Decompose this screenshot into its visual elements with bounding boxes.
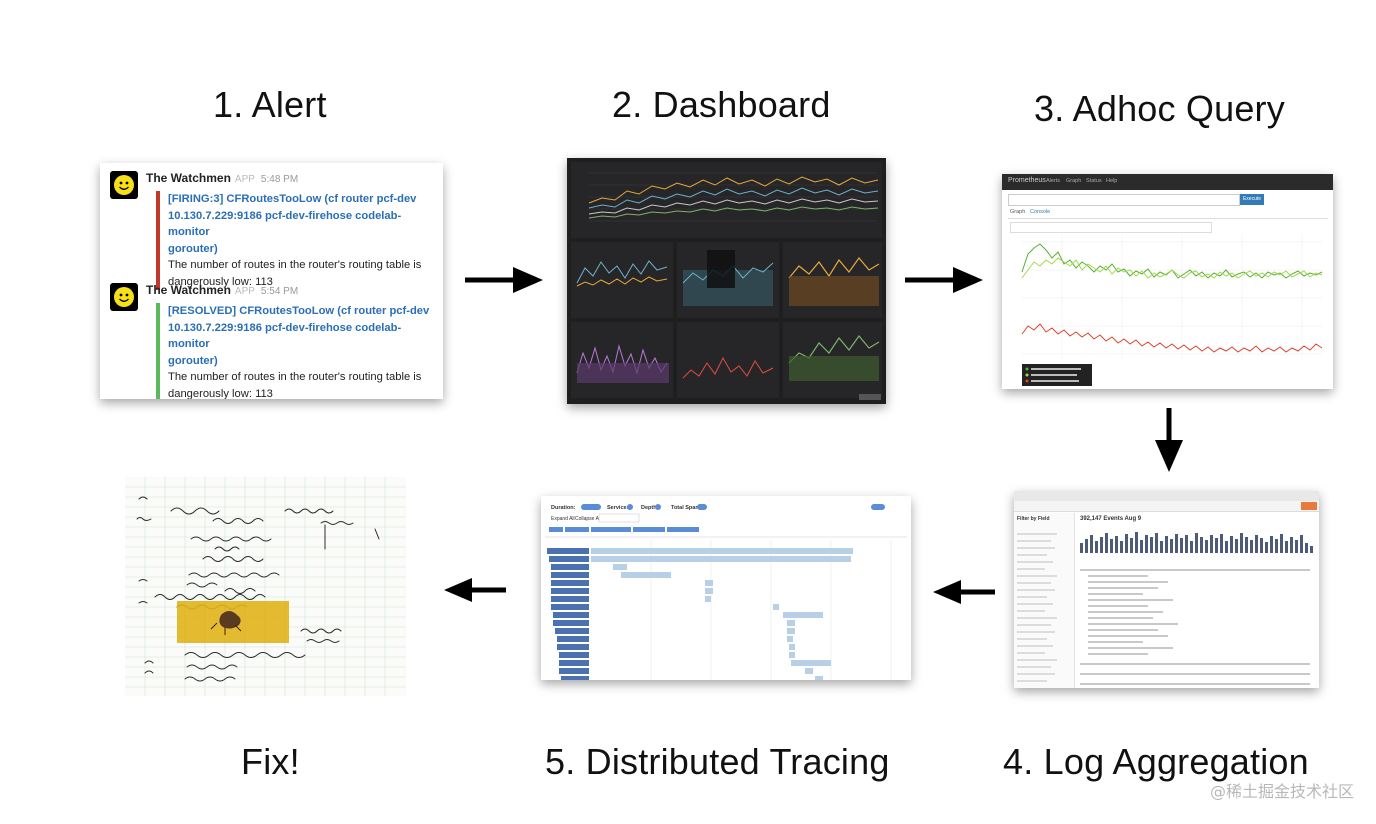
smiley-avatar-icon — [110, 171, 138, 199]
alert-text-line: The number of routes in the router's rou… — [168, 259, 422, 271]
alert-link-line: gorouter) — [168, 242, 218, 255]
message-body: [RESOLVED] CFRoutesTooLow (cf router pcf… — [156, 303, 435, 399]
nav-help[interactable]: Help — [1106, 178, 1118, 184]
alert-description: The number of routes in the router's rou… — [168, 369, 435, 399]
alert-text-line: dangerously low: 113 — [168, 387, 273, 400]
tab-graph[interactable]: Graph — [1010, 209, 1026, 215]
nav-alerts[interactable]: Alerts — [1046, 178, 1061, 184]
range-controls[interactable] — [1010, 222, 1212, 233]
search-button[interactable] — [1301, 502, 1317, 510]
dashboard-screenshot — [567, 158, 886, 404]
alert-link-line: [FIRING:3] CFRoutesTooLow (cf router pcf… — [168, 193, 417, 205]
field-filter-sidebar: Filter by Field — [1014, 513, 1075, 688]
notebook-bug-photo — [125, 477, 406, 696]
alert-text-line: The number of routes in the router's rou… — [168, 371, 422, 383]
tab-console[interactable]: Console — [1030, 209, 1051, 215]
prometheus-navbar: Prometheus Alerts Graph Status Help — [1002, 174, 1333, 190]
watermark: @稀土掘金技术社区 — [1209, 782, 1354, 801]
alert-description: The number of routes in the router's rou… — [168, 257, 435, 290]
stage-title-dashboard: 2. Dashboard — [612, 84, 831, 125]
alert-link[interactable]: [FIRING:3] CFRoutesTooLow (cf router pcf… — [168, 191, 435, 257]
distributed-tracing-screenshot: Duration: Services: Depth: Total Spans: … — [541, 496, 911, 680]
execute-button[interactable]: Execute — [1240, 194, 1264, 205]
log-aggregation-screenshot: Filter by Field 392,147 Events Aug 9 — [1014, 491, 1319, 688]
message-body: [FIRING:3] CFRoutesTooLow (cf router pcf… — [156, 191, 435, 290]
message-time: 5:54 PM — [260, 286, 299, 297]
stage-title-adhoc-query: 3. Adhoc Query — [1034, 88, 1285, 129]
expand-all-button[interactable]: Expand All — [551, 516, 575, 522]
sender-name: The Watchmen — [146, 171, 231, 185]
trace-depth-label: Depth: — [641, 505, 659, 511]
nav-status[interactable]: Status — [1086, 178, 1102, 184]
event-count: 392,147 Events Aug 9 — [1080, 516, 1142, 522]
prometheus-brand[interactable]: Prometheus — [1008, 177, 1046, 184]
alert-link-line: 10.130.7.229:9186 pcf-dev-firehose codel… — [168, 321, 402, 351]
alert-link-line: [RESOLVED] CFRoutesTooLow (cf router pcf… — [168, 305, 430, 317]
alert-link[interactable]: [RESOLVED] CFRoutesTooLow (cf router pcf… — [168, 303, 435, 369]
arrow-right-icon — [905, 267, 983, 293]
stage-title-distributed-tracing: 5. Distributed Tracing — [545, 741, 890, 782]
stage-title-alert: 1. Alert — [213, 84, 327, 125]
sender-name: The Watchmen — [146, 283, 231, 297]
trace-services-label: Services: — [607, 505, 632, 511]
stage-title-fix: Fix! — [241, 741, 300, 782]
alert-link-line: gorouter) — [168, 354, 218, 367]
app-badge: APP — [234, 286, 255, 297]
arrow-right-icon — [465, 267, 543, 293]
query-input[interactable] — [1008, 194, 1240, 206]
trace-duration-label: Duration: — [551, 505, 576, 511]
app-badge: APP — [234, 174, 255, 185]
nav-graph[interactable]: Graph — [1066, 178, 1082, 184]
trace-total-spans-label: Total Spans: — [671, 505, 704, 511]
stage-title-log-aggregation: 4. Log Aggregation — [1003, 741, 1309, 782]
collapse-all-button[interactable]: Collapse All — [575, 516, 602, 522]
alert-text-line: dangerously low: 113 — [168, 275, 273, 288]
arrow-left-icon — [933, 580, 995, 604]
alert-link-line: 10.130.7.229:9186 pcf-dev-firehose codel… — [168, 209, 402, 239]
smiley-avatar-icon — [110, 283, 138, 311]
message-time: 5:48 PM — [260, 174, 299, 185]
prometheus-screenshot: Prometheus Alerts Graph Status Help Exec… — [1002, 174, 1333, 389]
arrow-down-icon — [1155, 408, 1183, 472]
arrow-left-icon — [444, 578, 506, 602]
filter-title: Filter by Field — [1017, 516, 1050, 522]
